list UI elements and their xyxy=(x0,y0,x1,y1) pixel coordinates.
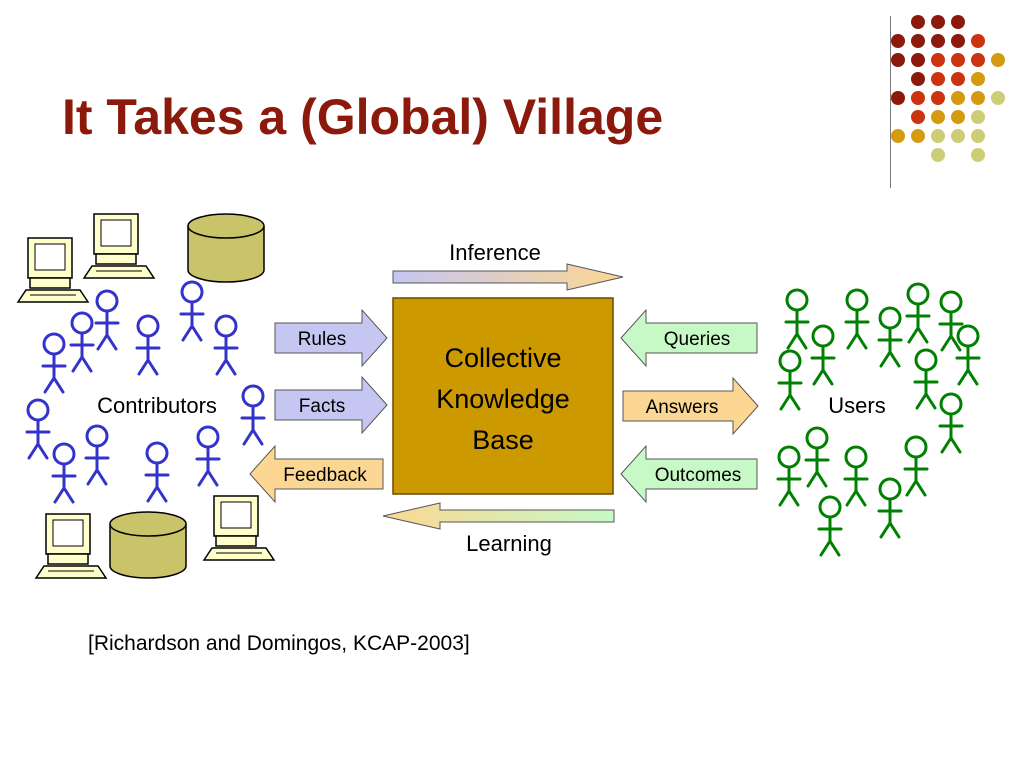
decorative-dot xyxy=(971,110,985,124)
users-label: Users xyxy=(828,393,885,418)
person-icon xyxy=(784,288,810,350)
decorative-dot xyxy=(951,91,965,105)
decorative-dot xyxy=(931,148,945,162)
decorative-dot xyxy=(911,110,925,124)
decorative-dot xyxy=(931,15,945,29)
decorative-dot xyxy=(951,72,965,86)
database-icon xyxy=(187,213,265,283)
decorative-dot xyxy=(951,53,965,67)
rules-arrow xyxy=(274,308,388,368)
outcomes-arrow xyxy=(620,444,758,504)
person-icon xyxy=(938,392,964,454)
decorative-dot xyxy=(971,91,985,105)
knowledge-base-label-line-2: Knowledge xyxy=(436,384,570,414)
person-icon xyxy=(903,435,929,497)
person-icon xyxy=(938,290,964,352)
decorative-dot xyxy=(911,72,925,86)
person-icon xyxy=(195,425,221,487)
feedback-arrow xyxy=(249,444,384,504)
inference-label: Inference xyxy=(449,240,541,265)
knowledge-base-box xyxy=(392,297,614,495)
queries-label: Queries xyxy=(664,329,731,350)
decorative-dot xyxy=(911,91,925,105)
person-icon xyxy=(94,289,120,351)
facts-arrow xyxy=(274,375,388,435)
decorative-dot xyxy=(891,91,905,105)
feedback-label: Feedback xyxy=(283,465,367,486)
knowledge-base-label-line-1: Collective xyxy=(444,343,561,373)
learning-label: Learning xyxy=(466,531,552,556)
answers-label: Answers xyxy=(646,397,719,418)
decorative-dot xyxy=(931,72,945,86)
answers-arrow xyxy=(622,376,759,436)
decorative-dot xyxy=(931,110,945,124)
person-icon xyxy=(144,441,170,503)
user-figures xyxy=(776,282,981,557)
person-icon xyxy=(804,426,830,488)
decorative-dot xyxy=(971,34,985,48)
decorative-dot xyxy=(971,53,985,67)
title-divider xyxy=(890,16,891,188)
person-icon xyxy=(810,324,836,386)
person-icon xyxy=(905,282,931,344)
decorative-dot xyxy=(911,129,925,143)
inference-arrow xyxy=(392,263,624,291)
citation: [Richardson and Domingos, KCAP-2003] xyxy=(88,632,470,655)
contributors-label: Contributors xyxy=(97,393,217,418)
decorative-dot xyxy=(951,110,965,124)
person-icon xyxy=(213,314,239,376)
decorative-dot xyxy=(931,129,945,143)
person-icon xyxy=(25,398,51,460)
person-icon xyxy=(84,424,110,486)
computer-icon xyxy=(82,213,156,279)
computer-icon xyxy=(34,513,108,579)
decorative-dot xyxy=(911,53,925,67)
decorative-dot xyxy=(971,148,985,162)
decorative-dot xyxy=(951,34,965,48)
person-icon xyxy=(41,332,67,394)
person-icon xyxy=(240,384,266,446)
facts-label: Facts xyxy=(299,396,345,417)
outcomes-label: Outcomes xyxy=(655,465,742,486)
decorative-dot xyxy=(931,91,945,105)
computer-icon xyxy=(202,495,276,561)
learning-arrow xyxy=(382,502,615,530)
person-icon xyxy=(135,314,161,376)
database-icon xyxy=(109,511,187,579)
decorative-dot xyxy=(991,91,1005,105)
queries-arrow xyxy=(620,308,758,368)
knowledge-base-label-line-3: Base xyxy=(472,425,534,455)
person-icon xyxy=(777,349,803,411)
decorative-dot xyxy=(891,34,905,48)
decorative-dot xyxy=(971,72,985,86)
computer-icon xyxy=(16,237,90,303)
decorative-dot xyxy=(931,34,945,48)
decorative-dot xyxy=(991,53,1005,67)
decorative-dot xyxy=(891,129,905,143)
decorative-dot xyxy=(971,129,985,143)
person-icon xyxy=(877,306,903,368)
contributor-figures xyxy=(25,280,266,504)
slide-title: It Takes a (Global) Village xyxy=(62,89,664,145)
person-icon xyxy=(844,288,870,350)
decorative-dot xyxy=(951,129,965,143)
decorative-dot xyxy=(911,34,925,48)
decorative-dot xyxy=(891,53,905,67)
decorative-dot xyxy=(931,53,945,67)
person-icon xyxy=(843,445,869,507)
person-icon xyxy=(817,495,843,557)
person-icon xyxy=(776,445,802,507)
decorative-dot xyxy=(951,15,965,29)
person-icon xyxy=(179,280,205,342)
rules-label: Rules xyxy=(298,329,347,350)
person-icon xyxy=(69,311,95,373)
person-icon xyxy=(913,348,939,410)
decorative-dot xyxy=(911,15,925,29)
person-icon xyxy=(955,324,981,386)
person-icon xyxy=(51,442,77,504)
person-icon xyxy=(877,477,903,539)
